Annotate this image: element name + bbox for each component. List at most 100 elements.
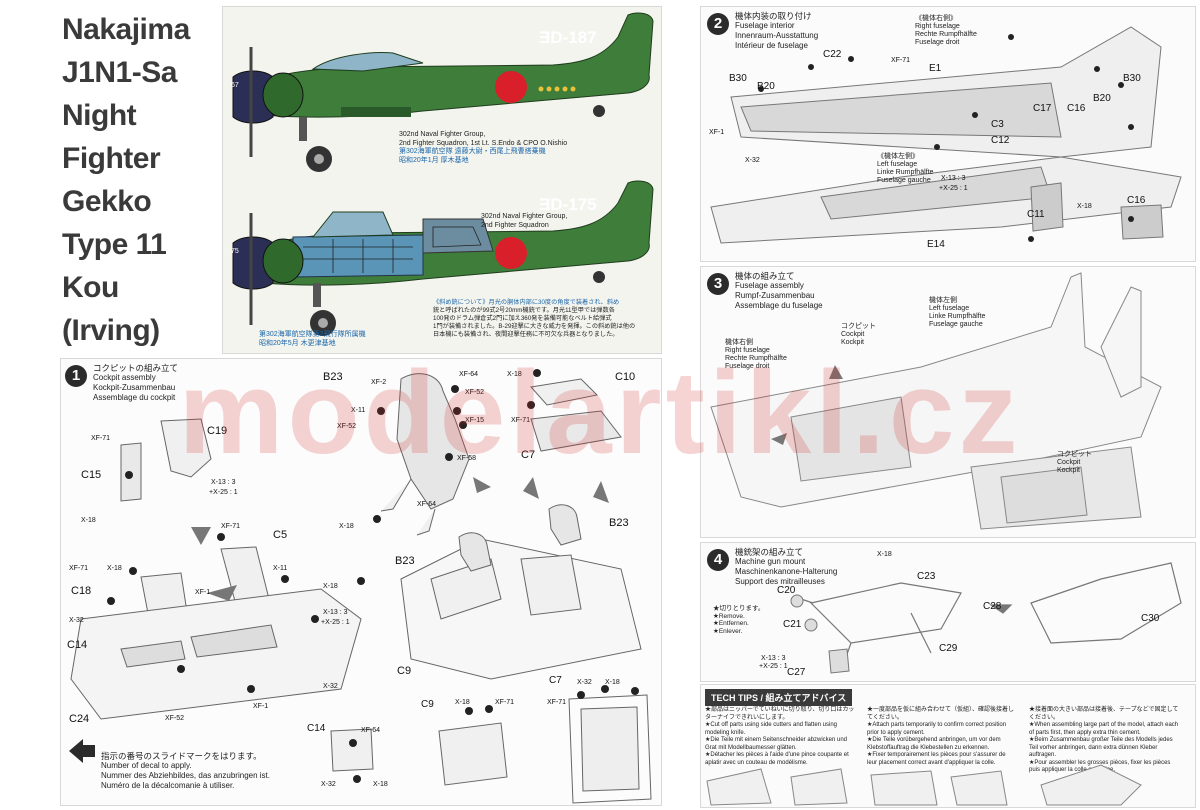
part-label: +X-25 : 1 [939,185,968,192]
step4-diagram [790,562,1182,674]
decal-note: 指示の番号のスライドマークをはります。 Number of decal to a… [101,751,270,790]
part-label: +X-25 : 1 [759,663,788,670]
part-label: B23 [395,555,415,567]
right-fuselage-note: 《機体右側》 Right fuselage Rechte Rumpfhälfte… [915,15,977,46]
part-label: X-18 [605,679,620,686]
part-label: X-18 [339,523,354,530]
part-label: XF-15 [465,417,485,424]
part-label: +X-25 : 1 [321,619,350,626]
part-label: C5 [273,529,288,541]
part-label: XF-64 [459,371,479,378]
step-heading: 機銃架の組み立て Machine gun mount Maschinenkano… [735,547,838,586]
step4-machine-gun-mount: 4 機銃架の組み立て Machine gun mount Maschinenka… [700,542,1196,682]
step-number: 4 [707,549,729,571]
tech-tips-illustrations [706,764,1142,806]
part-label: C27 [787,667,806,678]
cockpit-note: コクピット Cockpit Kockpit [841,323,876,346]
part-label: X-32 [577,679,592,686]
part-label: C12 [991,135,1010,146]
part-label: XF-1 [195,589,211,596]
part-label: XF-58 [457,455,477,462]
part-label: XF-71 [891,57,911,64]
step-heading: コクピットの組み立て Cockpit assembly Kockpit-Zusa… [93,363,179,402]
part-label: X-18 [507,371,522,378]
part-label: X-32 [69,617,84,624]
part-label: B23 [323,371,343,383]
part-label: XF-71 [495,699,515,706]
part-label: XF-71 [91,435,111,442]
part-label: X-18 [455,699,470,706]
part-label: XF-52 [337,423,357,430]
top-tail-code: ƎD-187 [539,28,597,47]
part-label: C16 [1127,195,1146,206]
part-label: X-11 [351,407,366,414]
aircraft-profiles-panel: ƎD-187 67 ƎD-175 75 [222,6,662,354]
aircraft-profile-bottom: ƎD-175 75 [231,180,654,336]
left-fuselage-note: 《機体左側》 Left fuselage Linke Rumpfhälfte F… [877,153,934,184]
kit-title: Nakajima J1N1-Sa Night Fighter Gekko Typ… [62,8,212,352]
part-label: XF-64 [361,727,381,734]
part-label: X-18 [81,517,96,524]
title-line: Gekko [62,185,152,218]
part-label: XF-52 [465,389,485,396]
part-label: X-13 : 3 [211,479,236,486]
part-label: C9 [421,699,434,710]
part-label: X-11 [273,565,288,572]
svg-text:75: 75 [231,248,239,255]
part-label: XF-71 [221,523,241,530]
part-label: XF-71 [547,699,567,706]
part-label: C7 [549,675,562,686]
part-label: XF-52 [165,715,185,722]
part-label: X-13 : 3 [761,655,786,662]
aircraft-profile-top: ƎD-187 67 [231,12,654,172]
part-label: XF-64 [417,501,437,508]
title-line: (Irving) [62,314,160,347]
bottom-profile-caption: 302nd Naval Fighter Group, 2nd Fighter S… [481,213,568,229]
tech-tip-1: ★部品はニッパーでていねいに切り取り、切り口はカッターナイフできれいにします。 … [705,707,855,766]
step-heading: 機体の組み立て Fuselage assembly Rumpf-Zusammen… [735,271,823,310]
part-label: E14 [927,239,945,250]
part-label: B30 [1123,73,1141,84]
part-label: E1 [929,63,942,74]
part-label: C17 [1033,103,1052,114]
title-line: Night [62,99,137,132]
step-number: 1 [65,365,87,387]
part-label: XF-71 [69,565,89,572]
bottom-tail-code: ƎD-175 [539,195,597,214]
tech-tips-panel: TECH TIPS / 組み立てアドバイス ★部品はニッパーでていねいに切り取り… [700,684,1196,808]
part-label: C30 [1141,613,1160,624]
step3-diagram [710,272,1162,530]
part-label: C28 [983,601,1002,612]
part-label: X-18 [373,781,388,788]
part-label: X-32 [323,683,338,690]
part-label: C19 [207,425,228,437]
part-label: C16 [1067,103,1086,114]
part-label: X-32 [745,157,760,164]
title-line: Kou [62,271,119,304]
part-label: C14 [307,723,326,734]
tech-tips-heading: TECH TIPS / 組み立てアドバイス [705,689,853,706]
part-label: C3 [991,119,1004,130]
part-label: X-18 [877,551,892,558]
tech-tip-3: ★接着面の大きい部品は接着後、テープなどで固定してください。 ★When ass… [1029,707,1179,773]
part-label: B20 [757,81,775,92]
title-line: Type 11 [62,228,167,261]
remove-note: ★切りとります。 ★Remove. ★Entfernen. ★Enlever. [713,605,765,635]
part-label: C18 [71,585,92,597]
step-number: 3 [707,273,729,295]
part-label: +X-25 : 1 [209,489,238,496]
part-label: C21 [783,619,802,630]
part-label: X-18 [1077,203,1092,210]
part-label: B30 [729,73,747,84]
title-line: Nakajima [62,13,190,46]
part-label: B20 [1093,93,1111,104]
aircraft-profiles-art: ƎD-187 67 ƎD-175 75 [231,12,654,336]
step2-fuselage-interior: 2 機体内装の取り付け Fuselage interior Innenraum-… [700,6,1196,262]
part-label: C14 [67,639,88,651]
left-fuselage-note: 機体左側 Left fuselage Linke Rumpfhälfte Fus… [929,297,986,328]
part-label: C9 [397,665,412,677]
part-label: B23 [609,517,629,529]
cockpit-note-2: コクピット Cockpit Kockpit [1057,451,1092,474]
oblique-gun-note: 《斜め銃について》月光の胴体内部に30度の角度で装着され、斜め 銃と呼ばれたのが… [433,299,636,338]
part-label: C7 [521,449,536,461]
